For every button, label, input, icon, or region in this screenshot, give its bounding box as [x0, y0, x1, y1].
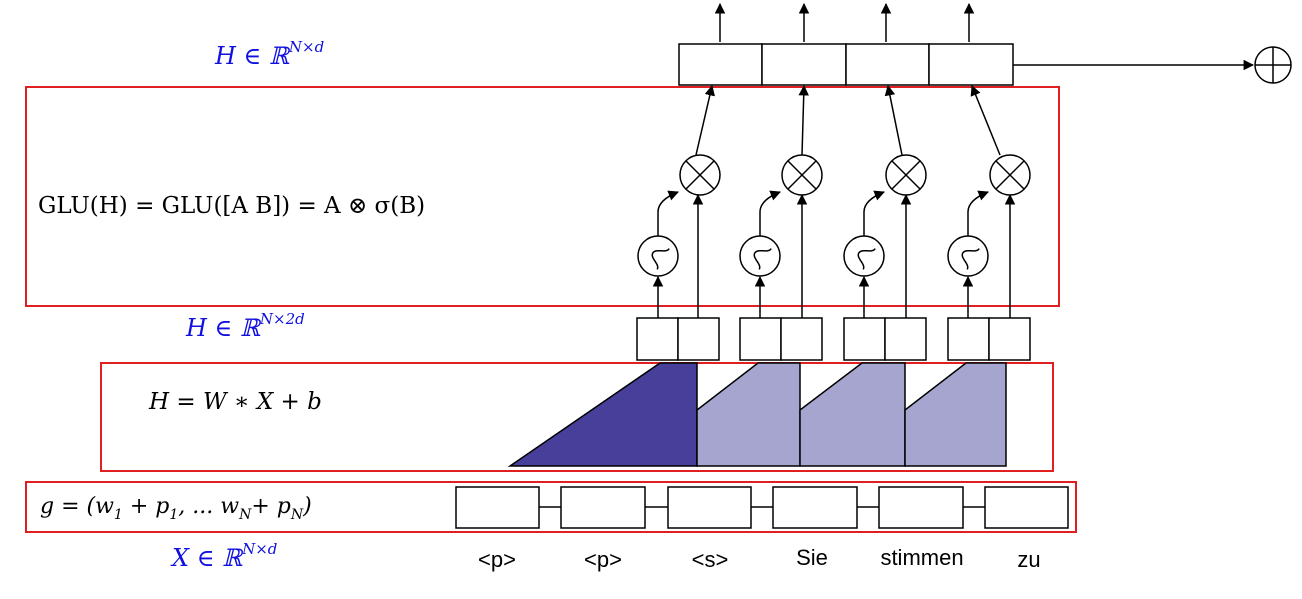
output-arrows	[714, 2, 975, 42]
kernel-block	[696, 362, 801, 467]
embedding-vectors	[455, 486, 1069, 529]
gate-column-1	[637, 84, 721, 318]
kernel-block	[799, 362, 906, 467]
token-labels: <p> <p> <s> Sie stimmen zu	[478, 545, 1041, 572]
conv-output-cell	[780, 317, 823, 361]
conv-output-cell	[947, 317, 990, 361]
conv-output-cell	[884, 317, 927, 361]
token: <p>	[584, 547, 622, 572]
conv-output-pairs	[636, 317, 1031, 361]
conv-output-cell	[739, 317, 782, 361]
output-cell	[761, 43, 847, 86]
embedding-cell	[667, 486, 752, 529]
circle-times-icon	[885, 154, 927, 196]
embedding-frame	[25, 481, 1077, 533]
circle-times-icon	[679, 154, 721, 196]
gate-column-2	[739, 84, 823, 318]
circle-times-icon	[989, 154, 1031, 196]
output-dims-label: H ∈ ℝN×d	[214, 38, 324, 70]
conv-formula: H = W ∗ X + b	[148, 389, 322, 415]
first-kernel-triangle	[507, 362, 698, 467]
kernel-block	[904, 362, 1007, 467]
output-cell	[678, 43, 763, 86]
embedding-formula: g = (w1 + p1, ... wN+ pN)	[40, 494, 312, 523]
sigmoid-icon	[843, 235, 885, 277]
circle-plus-icon	[1254, 46, 1292, 84]
embedding-cell	[878, 486, 964, 529]
embedding-cell	[560, 486, 646, 529]
glu-formula: GLU(H) = GLU([A B]) = A ⊗ σ(B)	[38, 193, 425, 219]
sigmoid-icon	[947, 235, 989, 277]
embedding-cell	[772, 486, 858, 529]
token: <p>	[478, 547, 516, 572]
sigmoid-icon	[739, 235, 781, 277]
conv-dims-label: H ∈ ℝN×2d	[185, 310, 305, 342]
gate-column-4	[947, 85, 1031, 318]
output-cell	[928, 43, 1014, 86]
circle-times-icon	[781, 154, 823, 196]
token: <s>	[692, 547, 729, 572]
conv-output-cell	[677, 317, 720, 361]
input-dims-label: X ∈ ℝN×d	[170, 540, 277, 572]
token: zu	[1017, 547, 1040, 572]
convolution-kernels	[507, 362, 1007, 467]
sigmoid-icon	[637, 235, 679, 277]
token: stimmen	[880, 545, 963, 570]
conv-output-cell	[636, 317, 679, 361]
output-vector	[678, 43, 1014, 86]
embedding-cell	[455, 486, 540, 529]
convolution-frame	[100, 362, 1054, 472]
output-cell	[845, 43, 930, 86]
conv-output-cell	[988, 317, 1031, 361]
gate-column-3	[843, 84, 927, 318]
embedding-cell	[984, 486, 1069, 529]
conv-output-cell	[843, 317, 886, 361]
glu-frame	[25, 86, 1060, 307]
token: Sie	[796, 545, 828, 570]
